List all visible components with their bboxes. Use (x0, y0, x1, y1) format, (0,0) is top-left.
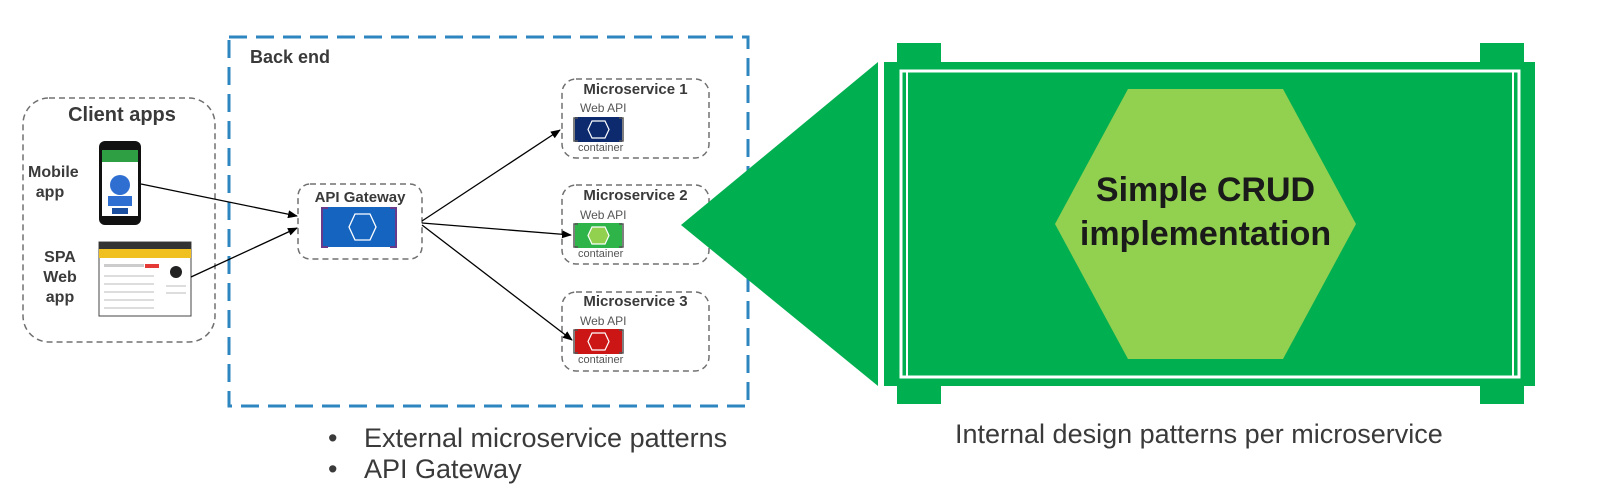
arrow-gateway-to-ms1 (421, 129, 561, 222)
arrow-gateway-to-ms3 (421, 224, 573, 341)
microservice-1-box (561, 78, 710, 159)
bullet-dot-icon: • (328, 454, 338, 484)
microservice-1-container: container (578, 142, 624, 154)
api-gateway-label: API Gateway (314, 189, 406, 206)
pattern-bullets: • External microservice patterns • API Gat… (328, 423, 727, 485)
microservice-2-webapi: Web API (580, 208, 627, 222)
mobile-app-label-line2: app (35, 184, 65, 201)
api-gateway-icon (321, 207, 397, 248)
spa-label-line2: Web (43, 269, 77, 286)
client-apps-group (22, 97, 216, 343)
spa-label-line1: SPA (44, 249, 76, 266)
spa-web-app-label: SPA Web app (38, 248, 82, 308)
container-icon-1 (573, 117, 624, 142)
crud-text-line1: Simple CRUD (1095, 171, 1316, 209)
container-icon-2 (573, 223, 624, 248)
spa-label-line3: app (45, 289, 75, 306)
microservice-3-title: Microservice 3 (583, 293, 688, 310)
api-gateway-box (297, 183, 423, 260)
bullet-text: API Gateway (364, 454, 522, 484)
arrow-gateway-to-ms2 (421, 222, 572, 239)
bullet-text: External microservice patterns (364, 423, 728, 453)
crud-text: Simple CRUD implementation (1055, 168, 1356, 256)
mobile-app-label: Mobile app (28, 163, 79, 203)
client-apps-title: Client apps (68, 104, 176, 126)
mobile-app-label-line1: Mobile (28, 164, 79, 181)
microservice-3-webapi: Web API (580, 314, 627, 328)
crud-text-line2: implementation (1079, 215, 1332, 253)
arrow-spa-to-gateway (190, 227, 298, 278)
microservice-1-title: Microservice 1 (583, 81, 688, 98)
microservice-2-container: container (578, 248, 624, 260)
bullet-dot-icon: • (328, 423, 338, 453)
arrow-mobile-to-gateway (140, 183, 298, 219)
bullet-item: • External microservice patterns (328, 423, 727, 454)
crud-hexagon (1055, 89, 1356, 359)
bullet-item: • API Gateway (328, 454, 727, 485)
microservice-1-webapi: Web API (580, 101, 627, 115)
microservice-3-container: container (578, 354, 624, 366)
detail-caption: Internal design patterns per microservic… (955, 419, 1443, 449)
microservice-2-box (561, 184, 710, 265)
mobile-phone-image (99, 141, 141, 225)
microservice-2-title: Microservice 2 (583, 187, 688, 204)
microservice-3-box (561, 291, 710, 372)
backend-title: Back end (250, 47, 331, 67)
container-icon-3 (573, 329, 624, 354)
zoom-callout (681, 62, 878, 386)
detail-panel (884, 43, 1535, 404)
spa-browser-image (98, 241, 192, 317)
